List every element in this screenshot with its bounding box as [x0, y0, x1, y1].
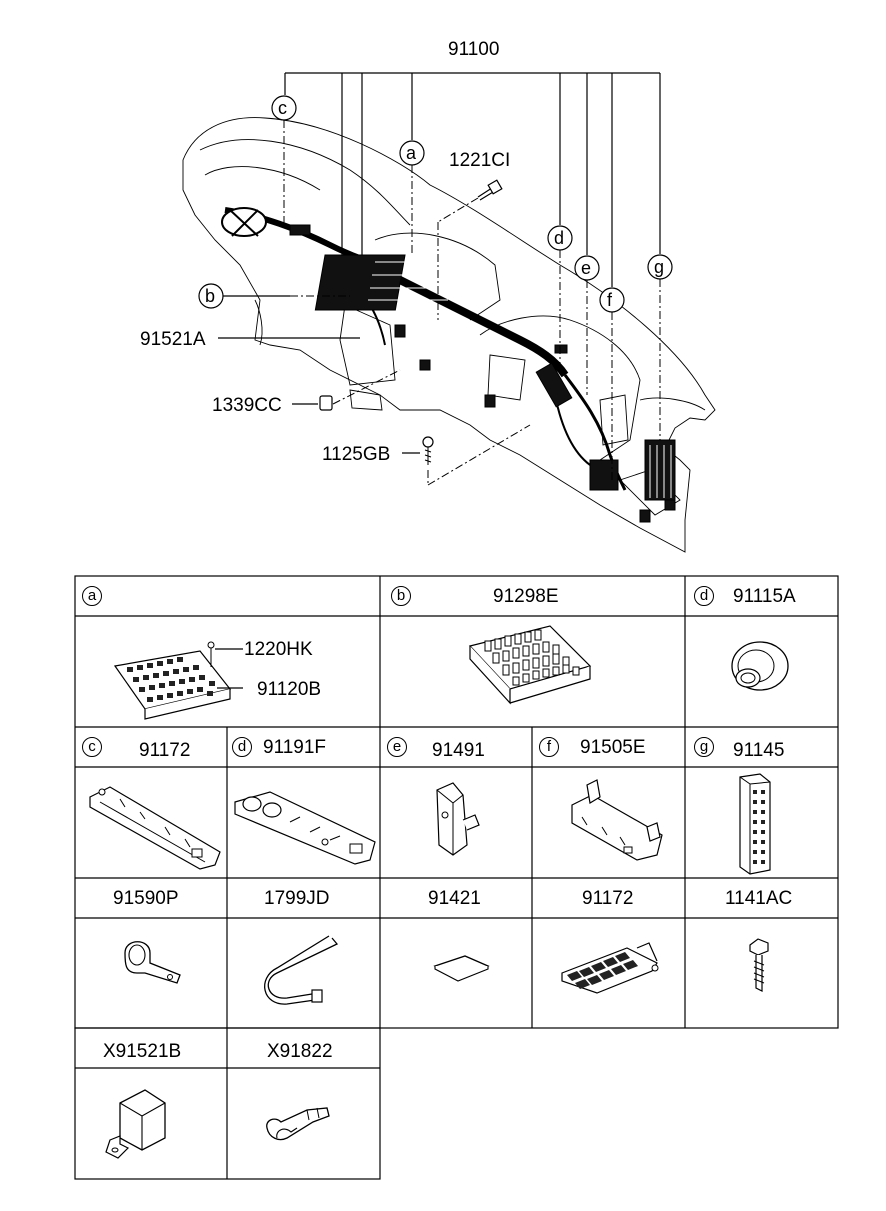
svg-text:1125GB: 1125GB	[322, 444, 390, 465]
screw-1125gb: 1125GB	[322, 424, 531, 486]
svg-text:1339CC: 1339CC	[212, 395, 282, 416]
svg-text:e: e	[581, 258, 591, 278]
svg-text:f: f	[607, 290, 613, 310]
svg-text:91521A: 91521A	[140, 329, 206, 350]
fuse-block-icon	[468, 625, 592, 705]
harness-number-label: 91100	[448, 39, 499, 60]
tall-connector-icon	[739, 773, 771, 875]
callout-badge-d-2: d	[232, 737, 252, 757]
part-cell-1799jd: 1799JD	[227, 878, 380, 1028]
clip-bracket-icon	[234, 791, 376, 865]
svg-text:b: b	[205, 286, 215, 306]
part-number-91421: 91421	[428, 888, 481, 909]
long-bracket-icon	[89, 786, 221, 870]
part-cell-d-91115a: d 91115A	[685, 576, 838, 727]
part-cell-g: g 91145	[685, 727, 838, 878]
callout-badge-e: e	[387, 737, 407, 757]
part-cell-1141ac: 1141AC	[685, 878, 838, 1028]
part-number-91298e: 91298E	[493, 586, 559, 607]
harness-bracket-lines	[284, 72, 661, 287]
callout-badge-d: d	[694, 586, 714, 606]
bolt-icon	[749, 938, 769, 992]
nut-1339cc: 1339CC	[212, 369, 401, 416]
svg-text:a: a	[406, 143, 417, 163]
callout-badge-f: f	[539, 737, 559, 757]
part-number-91172-c: 91172	[139, 740, 191, 761]
part-number-91590p: 91590P	[113, 888, 179, 909]
part-cell-d-91191f: d 91191F	[227, 727, 380, 878]
callout-c: c	[271, 95, 297, 225]
connector-91521a: 91521A	[140, 329, 360, 350]
cable-tie-icon	[264, 935, 339, 1005]
part-number-1141ac: 1141AC	[725, 888, 793, 909]
connector-holder-icon	[561, 942, 659, 994]
sub-part-label-91120b: 91120B	[257, 679, 322, 700]
part-cell-91421: 91421	[380, 878, 532, 1028]
callout-e: e	[574, 255, 600, 395]
part-cell-c: c 91172	[75, 727, 227, 878]
part-cell-x91822: X91822	[227, 1028, 380, 1179]
part-cell-91590p: 91590P	[75, 878, 227, 1028]
dashboard-outline	[182, 117, 716, 553]
dashboard-harness-diagram: 91100	[140, 39, 716, 553]
part-number-1799jd: 1799JD	[264, 888, 330, 909]
part-cell-b: b 91298E	[380, 576, 685, 727]
part-cell-f: f 91505E	[532, 727, 685, 878]
part-number-91191f: 91191F	[263, 737, 327, 758]
callout-badge-c: c	[82, 737, 102, 757]
callout-badge-a: a	[82, 586, 102, 606]
part-cell-x91521b: X91521B	[75, 1028, 227, 1179]
callout-f: f	[599, 287, 625, 480]
part-cell-91172-holder: 91172	[532, 878, 685, 1028]
svg-text:d: d	[554, 228, 564, 248]
svg-text:g: g	[654, 257, 664, 277]
mounting-bracket-icon	[571, 779, 663, 861]
part-number-91145: 91145	[733, 740, 785, 761]
sub-part-label-1220hk: 1220HK	[244, 639, 313, 660]
callout-g: g	[647, 254, 673, 440]
part-number-x91822: X91822	[267, 1041, 333, 1062]
part-cell-e: e 91491	[380, 727, 532, 878]
part-number-91115a: 91115A	[733, 586, 796, 607]
svg-text:1221CI: 1221CI	[449, 150, 510, 171]
part-number-91172-holder: 91172	[582, 888, 634, 909]
pipe-clamp-icon	[124, 941, 181, 984]
svg-text:c: c	[278, 98, 287, 118]
wire-harness-bundle	[221, 207, 676, 523]
callout-badge-g: g	[694, 737, 714, 757]
part-cell-a: a 1220HK 91120B	[75, 576, 380, 727]
junction-box-icon	[113, 641, 243, 720]
pad-icon	[433, 955, 490, 982]
part-number-91505e: 91505E	[580, 737, 646, 758]
grommet-icon	[731, 641, 789, 691]
callout-badge-b: b	[391, 586, 411, 606]
relay-icon	[105, 1089, 166, 1159]
bolt-1221ci: 1221CI	[437, 150, 510, 320]
callout-b: b	[198, 283, 350, 309]
connector-bracket-icon	[436, 782, 480, 856]
part-number-x91521b: X91521B	[103, 1041, 182, 1062]
part-number-91491: 91491	[432, 740, 485, 761]
terminal-icon	[266, 1107, 330, 1141]
callout-a: a	[399, 140, 425, 255]
callout-d: d	[547, 225, 573, 365]
